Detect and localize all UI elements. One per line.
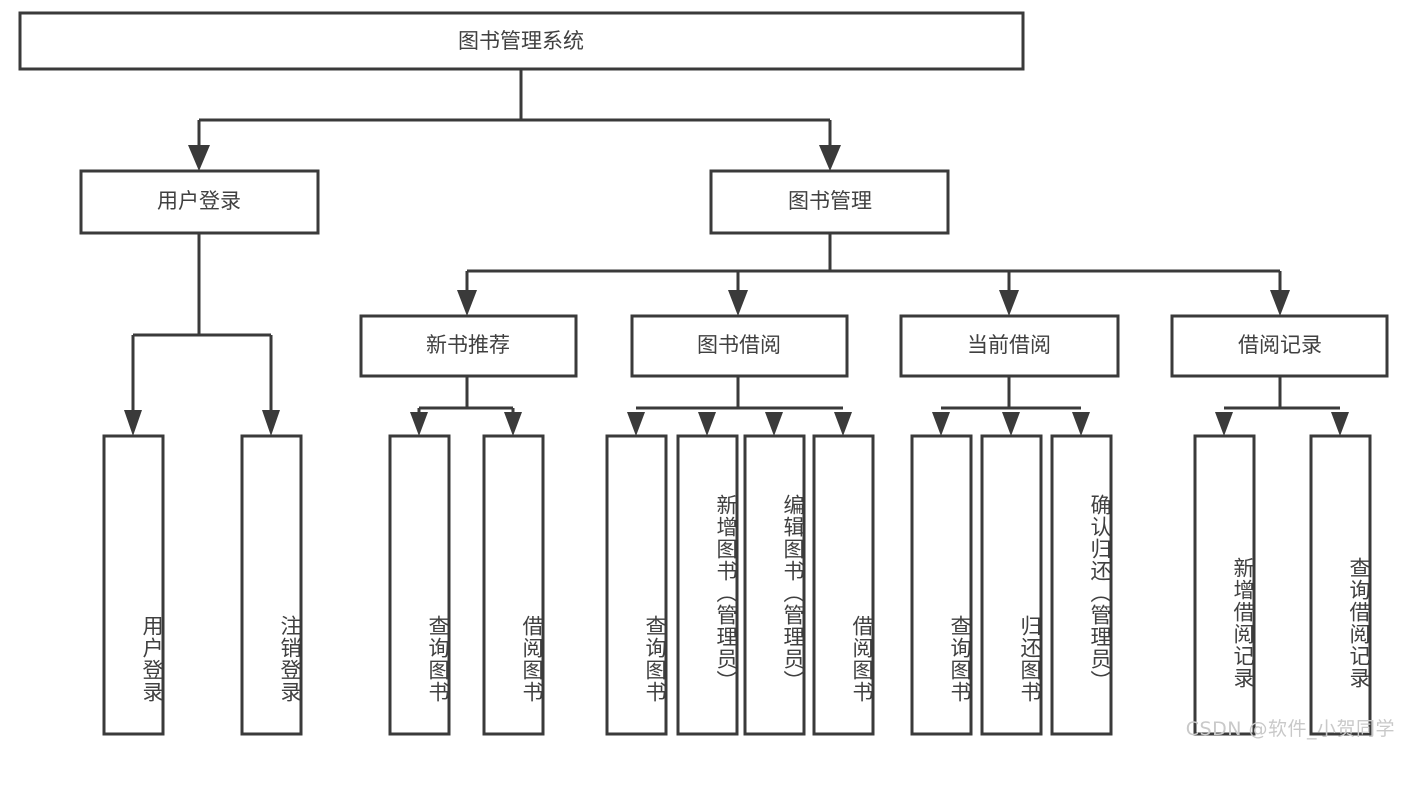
connectors-new-book-recommend-leaves xyxy=(410,376,522,436)
new-book-recommend-label: 新书推荐 xyxy=(426,333,510,357)
root-box[interactable] xyxy=(18,11,1025,71)
connectors-book-borrow-leaves xyxy=(627,376,852,436)
connectors-borrow-record-leaves xyxy=(1215,376,1349,436)
arrow-cb-leaf-1 xyxy=(932,412,950,436)
leaf-add-book-box[interactable] xyxy=(676,434,739,736)
leaf-borrow-book-2-box[interactable] xyxy=(812,434,875,736)
arrow-br-leaf-1 xyxy=(1215,412,1233,436)
tree-diagram-svg: 图书管理系统 用户登录 图书管理 新书推荐 图书借阅 当前借阅 借阅记录 xyxy=(18,11,1389,736)
leaf-confirm-return-box[interactable] xyxy=(1050,434,1113,736)
current-borrow-box[interactable] xyxy=(899,314,1120,378)
user-login-box[interactable] xyxy=(79,169,320,235)
node-new-book-recommend[interactable]: 新书推荐 xyxy=(359,314,578,378)
new-book-recommend-box[interactable] xyxy=(359,314,578,378)
node-root[interactable]: 图书管理系统 xyxy=(18,11,1025,71)
leaf-borrow-book-1-box[interactable] xyxy=(482,434,545,736)
node-book-borrow[interactable]: 图书借阅 xyxy=(630,314,849,378)
arrow-ul-leaf-2 xyxy=(262,410,280,436)
arrow-bm-to-current-borrow xyxy=(999,290,1019,316)
arrow-ul-leaf-1 xyxy=(124,410,142,436)
connectors-current-borrow-leaves xyxy=(932,376,1090,436)
user-login-label: 用户登录 xyxy=(157,189,241,213)
arrow-bm-to-book-borrow xyxy=(728,290,748,316)
book-management-label: 图书管理 xyxy=(788,189,872,213)
arrow-bb-leaf-1 xyxy=(627,412,645,436)
node-book-management[interactable]: 图书管理 xyxy=(709,169,950,235)
book-borrow-label: 图书借阅 xyxy=(697,333,781,357)
leaf-add-record-box[interactable] xyxy=(1193,434,1256,736)
arrow-cb-leaf-2 xyxy=(1002,412,1020,436)
root-label: 图书管理系统 xyxy=(458,29,584,53)
arrow-cb-leaf-3 xyxy=(1072,412,1090,436)
node-borrow-record[interactable]: 借阅记录 xyxy=(1170,314,1389,378)
arrow-root-to-book-management xyxy=(819,145,841,171)
arrow-root-to-user-login xyxy=(188,145,210,171)
arrow-bb-leaf-3 xyxy=(765,412,783,436)
arrow-bm-to-new-book-recommend xyxy=(457,290,477,316)
current-borrow-label: 当前借阅 xyxy=(967,333,1051,357)
borrow-record-box[interactable] xyxy=(1170,314,1389,378)
leaf-query-book-1-box[interactable] xyxy=(388,434,451,736)
arrow-bb-leaf-4 xyxy=(834,412,852,436)
leaf-query-record-box[interactable] xyxy=(1309,434,1372,736)
connectors-book-management xyxy=(457,233,1290,316)
arrow-bm-to-borrow-record xyxy=(1270,290,1290,316)
leaf-user-login-box[interactable] xyxy=(102,434,165,736)
leaf-query-book-3-box[interactable] xyxy=(910,434,973,736)
leaf-return-book-box[interactable] xyxy=(980,434,1043,736)
leaf-edit-book-box[interactable] xyxy=(743,434,806,736)
csdn-watermark: CSDN @软件_小贺同学 xyxy=(1185,718,1395,740)
borrow-record-label: 借阅记录 xyxy=(1238,333,1322,357)
leaf-logout-box[interactable] xyxy=(240,434,303,736)
connectors-user-login-leaves xyxy=(124,233,280,436)
arrow-nbr-leaf-2 xyxy=(504,412,522,436)
diagram-canvas: 图书管理系统 用户登录 图书管理 新书推荐 图书借阅 当前借阅 借阅记录 xyxy=(18,11,1395,740)
book-management-box[interactable] xyxy=(709,169,950,235)
book-borrow-box[interactable] xyxy=(630,314,849,378)
arrow-bb-leaf-2 xyxy=(698,412,716,436)
leaf-query-book-2-box[interactable] xyxy=(605,434,668,736)
arrow-nbr-leaf-1 xyxy=(410,412,428,436)
connectors-root xyxy=(188,69,841,171)
node-current-borrow[interactable]: 当前借阅 xyxy=(899,314,1120,378)
node-user-login[interactable]: 用户登录 xyxy=(79,169,320,235)
arrow-br-leaf-2 xyxy=(1331,412,1349,436)
